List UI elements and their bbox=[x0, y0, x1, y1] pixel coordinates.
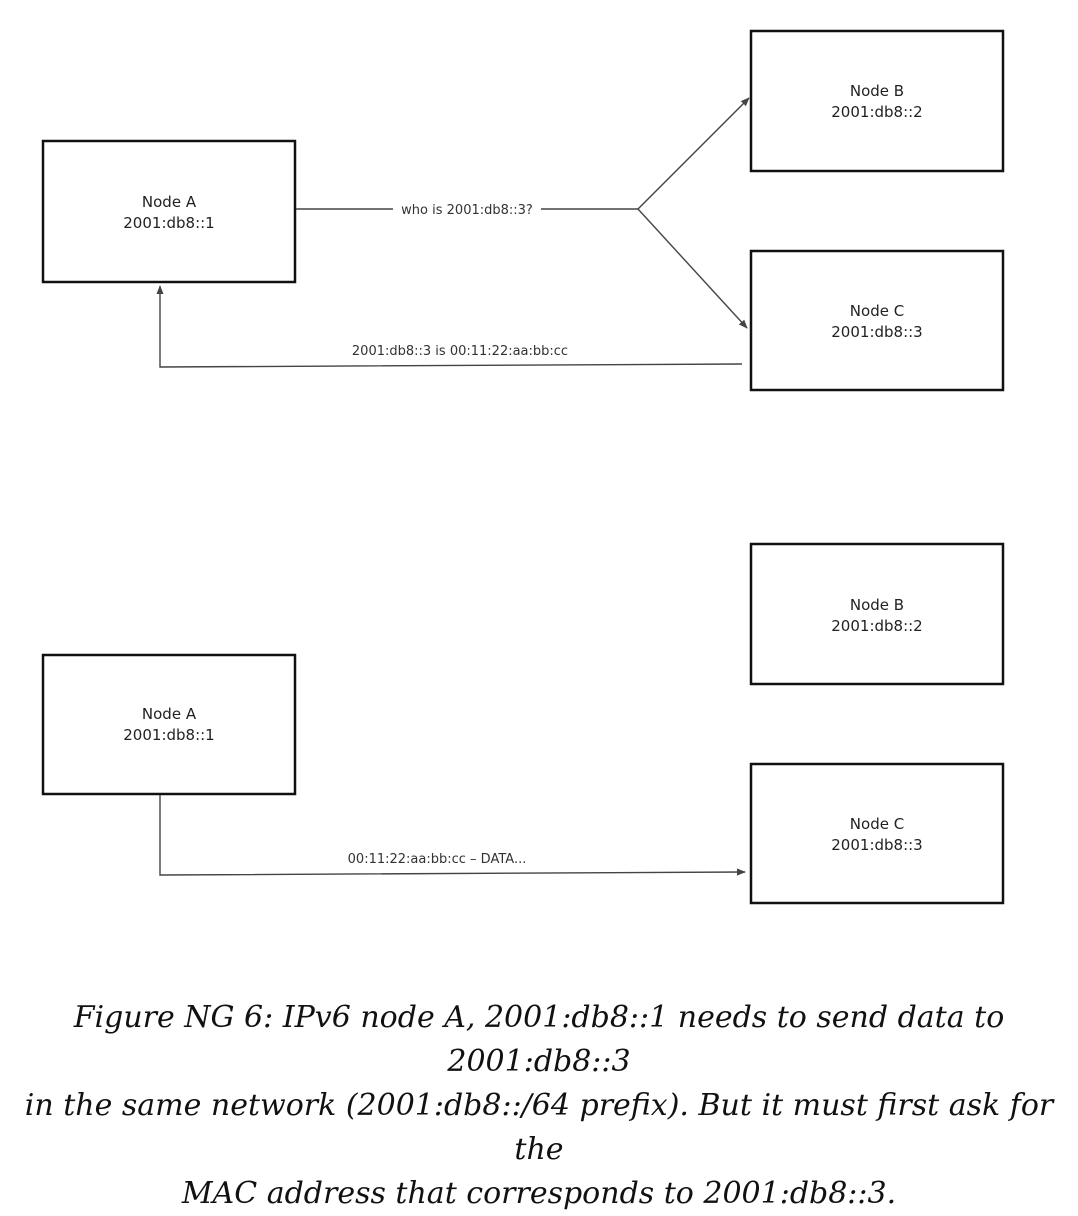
bottom-node-c-address: 2001:db8::3 bbox=[831, 836, 922, 854]
top-node-a-name: Node A bbox=[142, 193, 197, 211]
bottom-data-line bbox=[159, 795, 746, 876]
top-scenario: Node A 2001:db8::1 Node B 2001:db8::2 No… bbox=[41, 29, 1005, 392]
caption-line-2: in the same network (2001:db8::/64 prefi… bbox=[24, 1088, 1054, 1167]
network-diagram: Node A 2001:db8::1 Node B 2001:db8::2 No… bbox=[41, 29, 1005, 905]
caption-line-1: Figure NG 6: IPv6 node A, 2001:db8::1 ne… bbox=[73, 1000, 1005, 1079]
top-node-a-address: 2001:db8::1 bbox=[123, 214, 214, 232]
bottom-node-b-address: 2001:db8::2 bbox=[831, 617, 922, 635]
top-reply-line bbox=[156, 285, 743, 368]
figure-caption: Figure NG 6: IPv6 node A, 2001:db8::1 ne… bbox=[0, 996, 1078, 1216]
top-node-a: Node A 2001:db8::1 bbox=[41, 139, 297, 284]
top-node-b-box bbox=[749, 29, 1005, 173]
top-branch-to-node-b bbox=[637, 97, 750, 210]
top-query-label-bg bbox=[393, 200, 541, 218]
bottom-node-b-name: Node B bbox=[850, 596, 904, 614]
top-node-b: Node B 2001:db8::2 bbox=[749, 29, 1005, 173]
bottom-node-b-box bbox=[749, 542, 1005, 686]
bottom-scenario: Node A 2001:db8::1 Node B 2001:db8::2 No… bbox=[41, 542, 1005, 905]
bottom-node-c-box bbox=[749, 762, 1005, 905]
bottom-node-c: Node C 2001:db8::3 bbox=[749, 762, 1005, 905]
top-node-a-box bbox=[41, 139, 297, 284]
bottom-node-b: Node B 2001:db8::2 bbox=[749, 542, 1005, 686]
top-node-c-name: Node C bbox=[850, 302, 904, 320]
top-reply-label: 2001:db8::3 is 00:11:22:aa:bb:cc bbox=[352, 344, 568, 359]
top-branch-to-node-c bbox=[637, 208, 748, 329]
bottom-node-a: Node A 2001:db8::1 bbox=[41, 653, 297, 796]
top-query-label: who is 2001:db8::3? bbox=[401, 203, 533, 218]
bottom-node-a-address: 2001:db8::1 bbox=[123, 726, 214, 744]
top-node-b-address: 2001:db8::2 bbox=[831, 103, 922, 121]
top-node-c: Node C 2001:db8::3 bbox=[749, 249, 1005, 392]
bottom-node-a-name: Node A bbox=[142, 705, 197, 723]
bottom-data-label: 00:11:22:aa:bb:cc – DATA... bbox=[348, 852, 527, 867]
caption-line-3: MAC address that corresponds to 2001:db8… bbox=[181, 1176, 897, 1211]
top-node-c-address: 2001:db8::3 bbox=[831, 323, 922, 341]
bottom-node-a-box bbox=[41, 653, 297, 796]
bottom-node-c-name: Node C bbox=[850, 815, 904, 833]
top-node-b-name: Node B bbox=[850, 82, 904, 100]
top-node-c-box bbox=[749, 249, 1005, 392]
